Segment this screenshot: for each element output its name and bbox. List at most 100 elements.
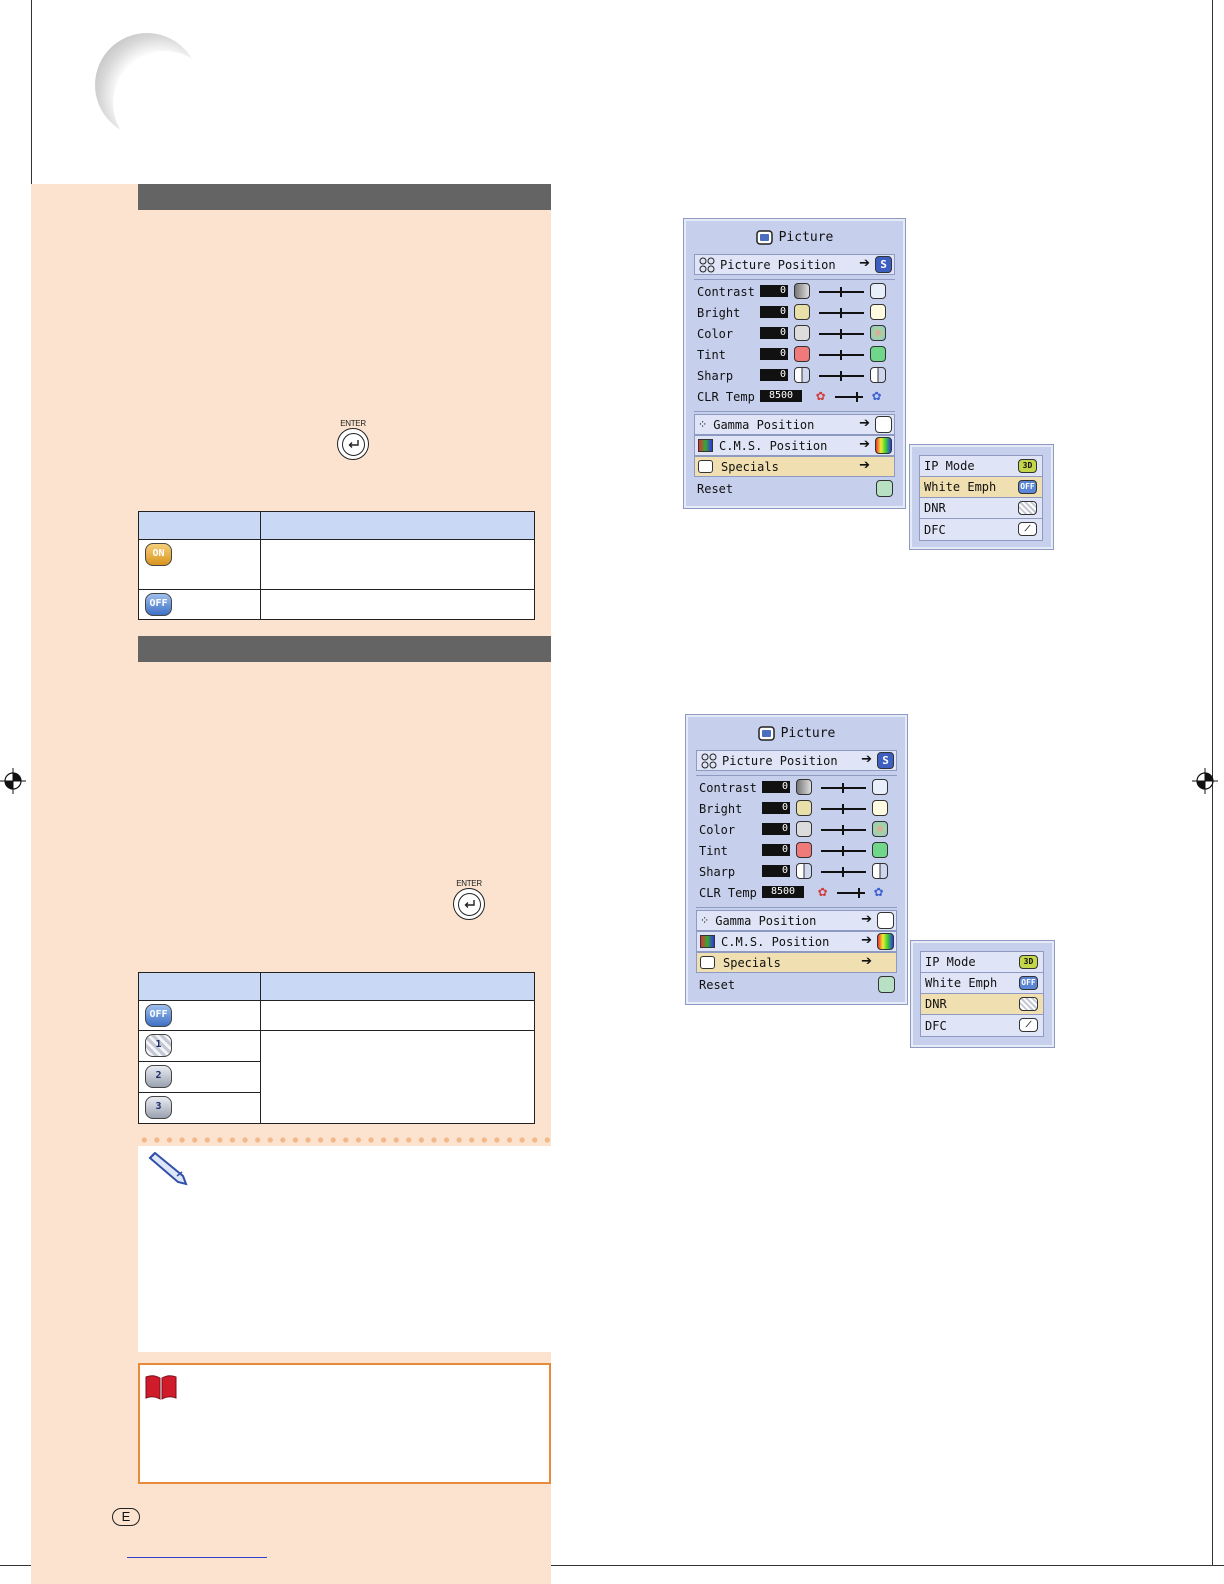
tint-slider[interactable] <box>821 846 866 856</box>
menu-item-sharp[interactable]: Sharp 0 <box>694 365 895 386</box>
bottom-crop-line <box>0 1565 1224 1566</box>
off-badge-icon: OFF <box>145 593 172 616</box>
submenu-item-dnr[interactable]: DNR <box>920 498 1042 519</box>
menu-item-tint[interactable]: Tint 0 <box>694 344 895 365</box>
sharp-low-icon <box>794 367 810 383</box>
sharp-value: 0 <box>760 369 788 381</box>
menu-item-contrast[interactable]: Contrast 0 <box>694 281 895 302</box>
enter-icon <box>453 888 485 920</box>
submenu-item-dfc[interactable]: DFC ⟋ <box>921 1015 1043 1036</box>
submenu-item-ip-mode[interactable]: IP Mode 3D <box>921 952 1043 973</box>
sharp-high-icon <box>872 863 888 879</box>
bright-low-icon <box>796 800 812 816</box>
picture-menu-2: Picture Picture Position ➔ S Contrast 0 … <box>685 714 908 1005</box>
arrow-right-icon: ➔ <box>861 954 872 969</box>
submenu-item-dnr[interactable]: DNR <box>921 994 1043 1015</box>
tint-red-icon <box>794 346 810 362</box>
menu-item-color[interactable]: Color 0 <box>696 819 897 840</box>
bright-high-icon <box>870 304 886 320</box>
menu-item-label: Gamma Position <box>715 913 817 928</box>
menu-item-cms-position[interactable]: C.M.S. Position ➔ <box>694 435 895 456</box>
menu-item-specials[interactable]: Specials ➔ <box>694 456 895 477</box>
table-header-cell <box>138 972 261 1001</box>
submenu-item-label: DNR <box>924 501 946 515</box>
submenu-item-white-emph[interactable]: White Emph OFF <box>921 973 1043 994</box>
menu-item-cms-position[interactable]: C.M.S. Position ➔ <box>696 931 897 952</box>
menu-item-sharp[interactable]: Sharp 0 <box>696 861 897 882</box>
3d-icon: 3D <box>1018 459 1037 473</box>
on-badge-icon: ON <box>145 543 172 566</box>
arrow-right-icon: ➔ <box>861 912 872 927</box>
bright-slider[interactable] <box>819 308 864 318</box>
clr-temp-value: 8500 <box>762 886 804 898</box>
dnr-level-2-badge-icon: 2 <box>145 1065 172 1088</box>
tint-slider[interactable] <box>819 350 864 360</box>
menu-item-color[interactable]: Color 0 <box>694 323 895 344</box>
table-cell-icon: 1 <box>138 1030 261 1062</box>
s-icon: S <box>877 752 894 769</box>
menu-item-picture-position[interactable]: Picture Position ➔ S <box>694 254 895 275</box>
contrast-slider[interactable] <box>819 287 864 297</box>
menu-item-label: Picture Position <box>720 257 836 272</box>
dnr-icon <box>1018 501 1037 515</box>
off-icon: OFF <box>1019 976 1038 990</box>
menu-item-gamma-position[interactable]: ⁘ Gamma Position ➔ <box>694 414 895 435</box>
menu-item-clr-temp[interactable]: CLR Temp 8500 ✿ ✿ <box>696 882 897 903</box>
color-slider[interactable] <box>821 825 866 835</box>
submenu-item-label: White Emph <box>924 480 997 494</box>
menu-item-reset[interactable]: Reset <box>694 478 895 499</box>
arrow-right-icon: ➔ <box>861 752 872 767</box>
table-row: 2 <box>138 1061 535 1093</box>
menu-item-bright[interactable]: Bright 0 <box>694 302 895 323</box>
options-table-2: OFF 1 2 3 <box>138 972 535 1124</box>
table-cell-icon: ON <box>138 539 261 590</box>
color-slider[interactable] <box>819 329 864 339</box>
clr-temp-value: 8500 <box>760 390 802 402</box>
picture-monitor-icon <box>755 229 773 245</box>
menu-item-tint[interactable]: Tint 0 <box>696 840 897 861</box>
table-header-cell <box>138 511 261 540</box>
table-header-row <box>138 972 535 1001</box>
submenu-item-label: DNR <box>925 997 947 1011</box>
bright-slider[interactable] <box>821 804 866 814</box>
contrast-slider[interactable] <box>821 783 866 793</box>
off-icon: OFF <box>1018 480 1037 494</box>
menu-item-gamma-position[interactable]: ⁘ Gamma Position ➔ <box>696 910 897 931</box>
menu-item-bright[interactable]: Bright 0 <box>696 798 897 819</box>
menu-item-label: Color <box>699 822 736 837</box>
clr-temp-warm-icon: ✿ <box>816 386 826 404</box>
menu-item-clr-temp[interactable]: CLR Temp 8500 ✿ ✿ <box>694 386 895 407</box>
dnr-level-1-badge-icon: 1 <box>145 1034 172 1057</box>
specials-icon <box>698 460 713 473</box>
sharp-low-icon <box>796 863 812 879</box>
sharp-slider[interactable] <box>821 867 866 877</box>
submenu-item-white-emph[interactable]: White Emph OFF <box>920 477 1042 498</box>
submenu-item-dfc[interactable]: DFC ⟋ <box>920 519 1042 540</box>
contrast-high-icon <box>870 283 886 299</box>
menu-item-picture-position[interactable]: Picture Position ➔ S <box>696 750 897 771</box>
menu-item-label: Picture Position <box>722 753 838 768</box>
menu-item-reset[interactable]: Reset <box>696 974 897 995</box>
menu-item-specials[interactable]: Specials ➔ <box>696 952 897 973</box>
menu-item-label: Specials <box>723 955 781 970</box>
clr-temp-slider[interactable] <box>835 392 863 402</box>
arrow-right-icon: ➔ <box>859 437 870 452</box>
table-cell-icon: 3 <box>138 1092 261 1124</box>
footer-link-underline <box>127 1557 267 1558</box>
cms-rainbow-icon <box>877 933 894 950</box>
clr-temp-slider[interactable] <box>837 888 865 898</box>
submenu-item-ip-mode[interactable]: IP Mode 3D <box>920 456 1042 477</box>
pencil-note-icon <box>148 1152 188 1186</box>
submenu-item-label: IP Mode <box>924 459 975 473</box>
menu-item-label: Color <box>697 326 734 341</box>
options-table-1: ON OFF <box>138 511 535 620</box>
table-header-cell <box>260 511 535 540</box>
cms-rainbow-icon <box>875 437 892 454</box>
menu-item-label: Contrast <box>699 780 757 795</box>
sharp-value: 0 <box>762 865 790 877</box>
gamma-curve-icon <box>875 416 892 433</box>
menu-item-label: Bright <box>697 305 741 320</box>
sharp-slider[interactable] <box>819 371 864 381</box>
menu-item-contrast[interactable]: Contrast 0 <box>696 777 897 798</box>
arrow-right-icon: ➔ <box>859 256 870 271</box>
